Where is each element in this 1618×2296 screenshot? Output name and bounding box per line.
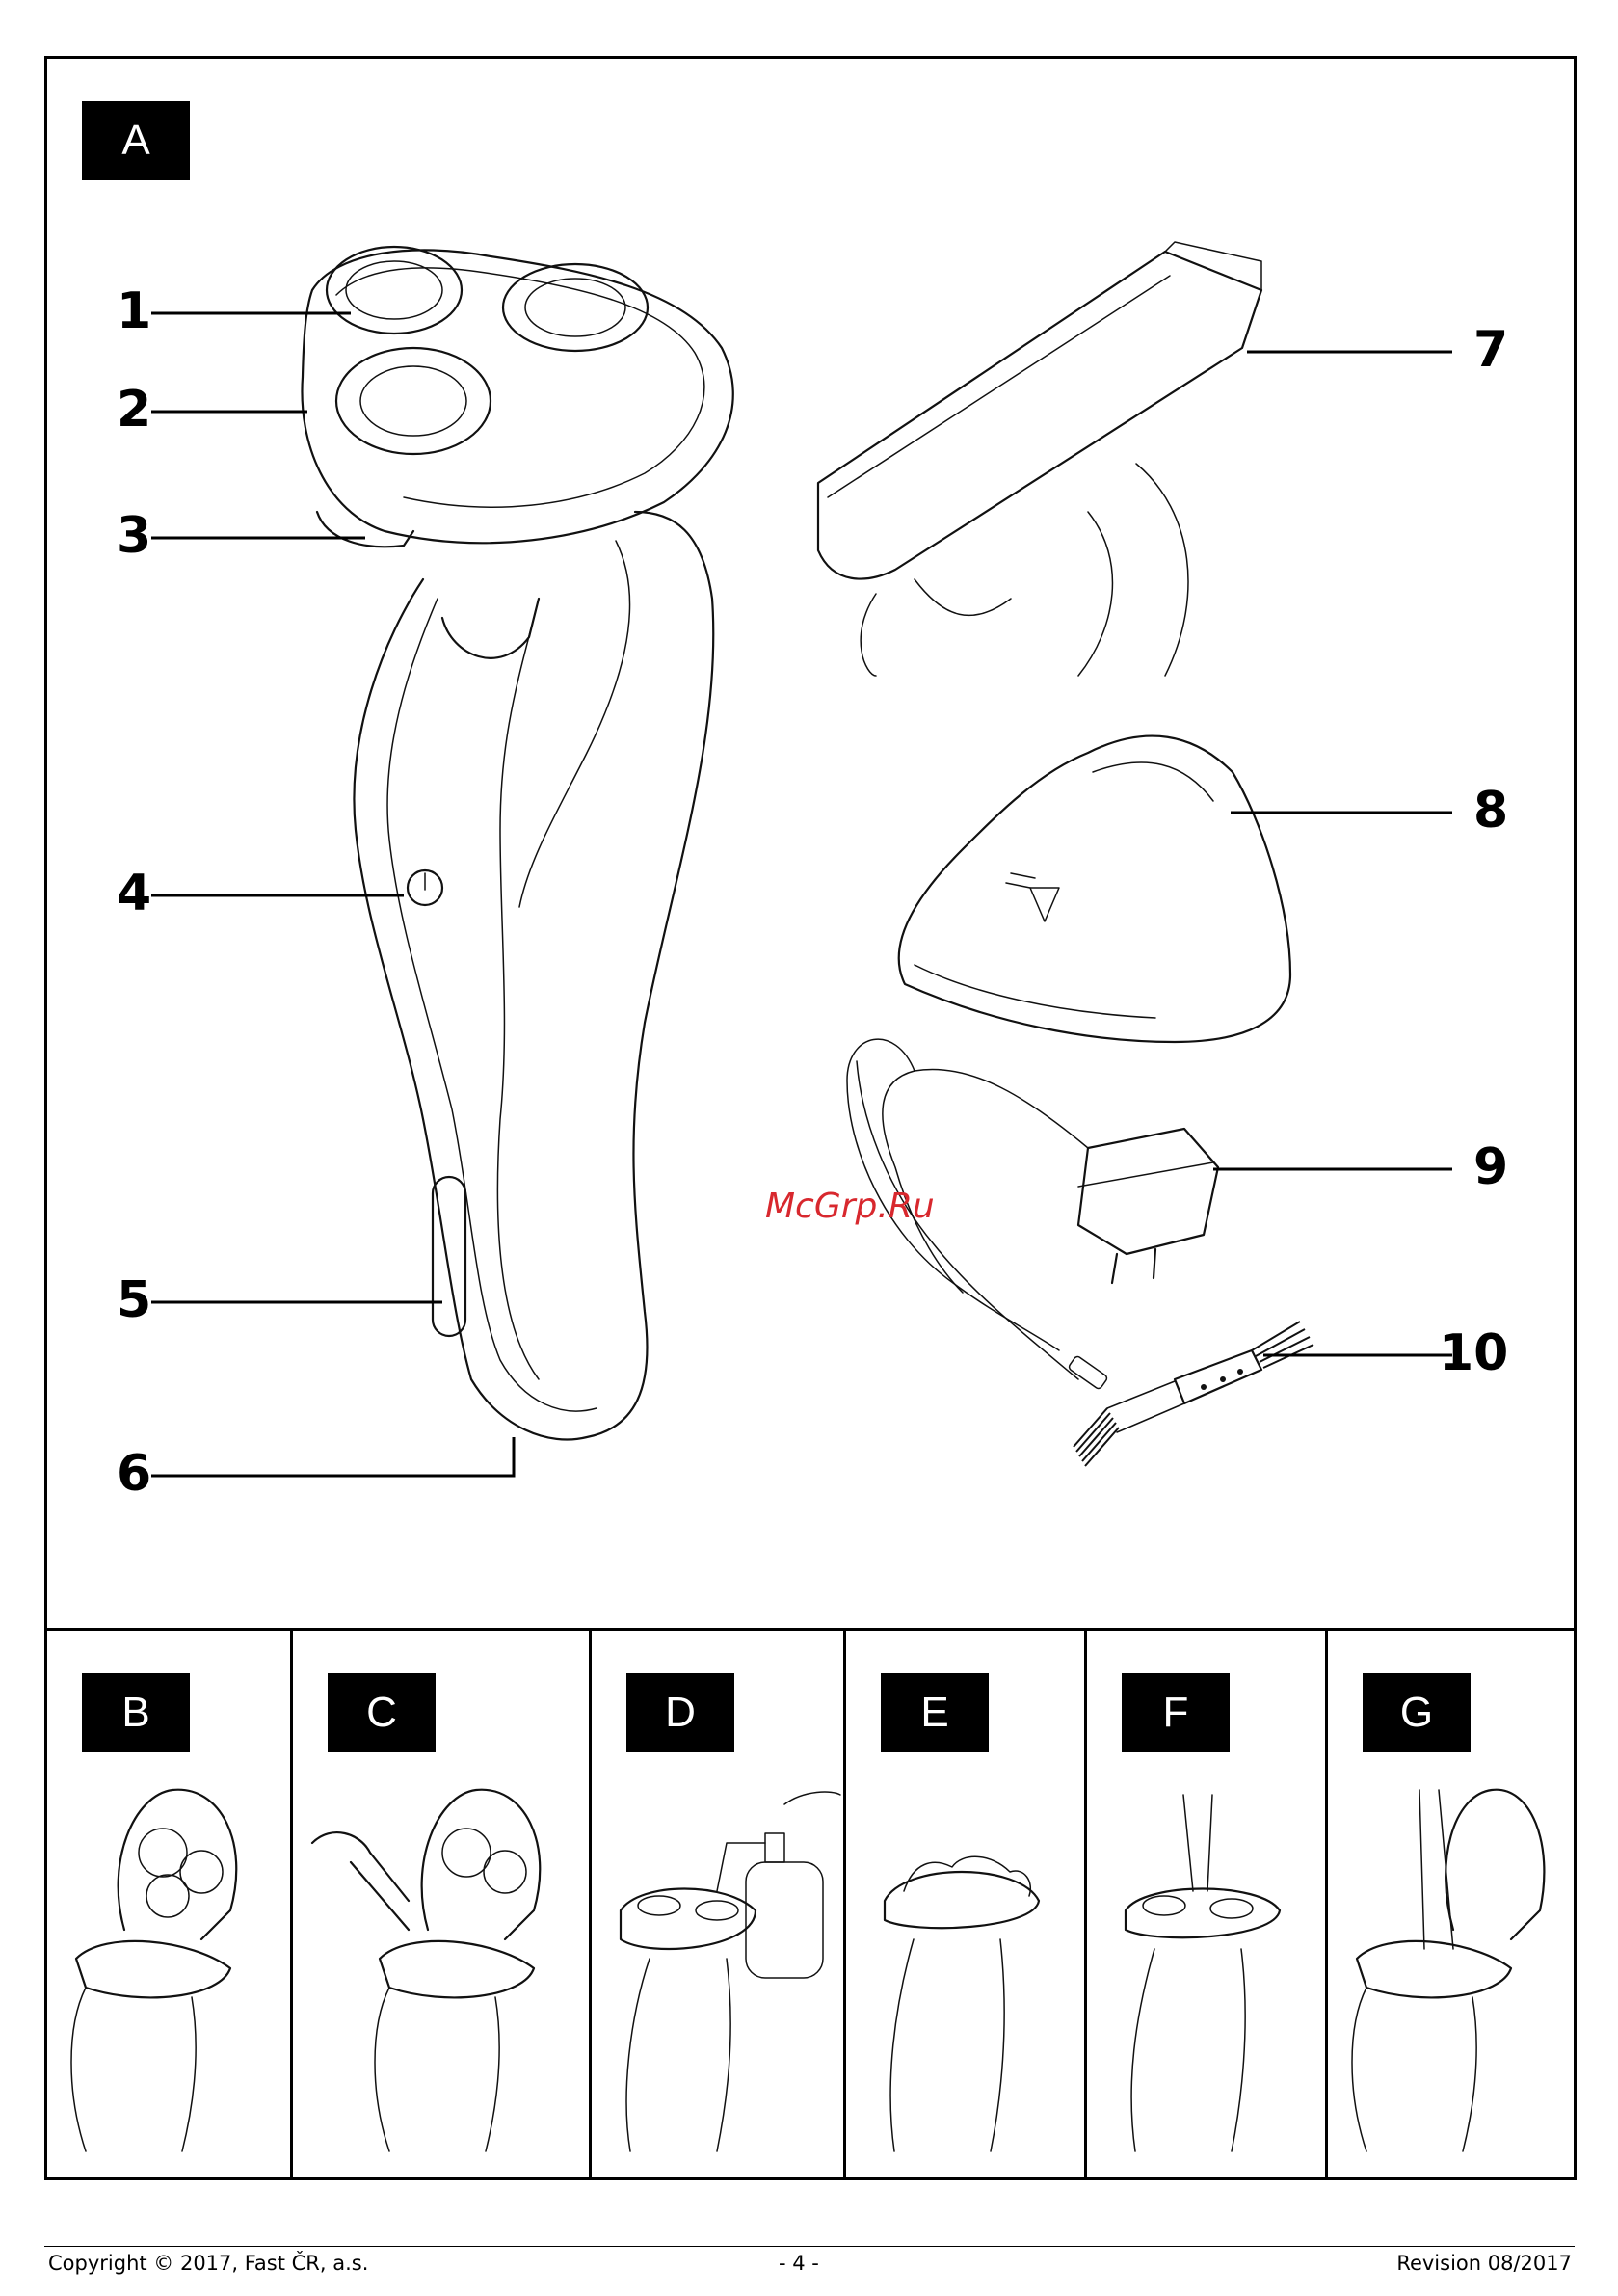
step-label-d: D	[626, 1673, 734, 1752]
callout-1: 1	[117, 286, 151, 336]
panel-a: A	[47, 59, 1574, 1628]
footer-copyright: Copyright © 2017, Fast ČR, a.s.	[48, 2252, 368, 2275]
step-label-e: E	[881, 1673, 989, 1752]
brush-drawing	[1074, 1322, 1313, 1466]
step-f-drawing	[1087, 1785, 1325, 2171]
footer-rule	[44, 2246, 1575, 2247]
step-label-g: G	[1363, 1673, 1471, 1752]
callout-7: 7	[1473, 325, 1508, 375]
step-g: G	[1328, 1631, 1568, 2180]
callout-9: 9	[1473, 1142, 1508, 1192]
watermark: McGrp.Ru	[765, 1187, 935, 1226]
trimmer-drawing	[818, 242, 1261, 676]
footer-page-number: - 4 -	[779, 2252, 819, 2275]
step-label-c: C	[328, 1673, 436, 1752]
step-label-b: B	[82, 1673, 190, 1752]
footer-revision: Revision 08/2017	[1396, 2252, 1572, 2275]
step-b-drawing	[47, 1785, 290, 2171]
steps-row: B C D	[47, 1628, 1574, 2180]
step-f: F	[1087, 1631, 1328, 2180]
callout-4: 4	[117, 868, 151, 919]
shaver-body-drawing	[302, 247, 732, 1440]
step-e-drawing	[846, 1785, 1084, 2171]
figure-frame: A	[44, 56, 1577, 2180]
callout-3: 3	[117, 511, 151, 561]
protective-cap-drawing	[899, 736, 1290, 1042]
step-c: C	[293, 1631, 592, 2180]
step-g-drawing	[1328, 1785, 1565, 2171]
callout-6: 6	[117, 1449, 151, 1499]
callout-5: 5	[117, 1275, 151, 1325]
callout-2: 2	[117, 385, 151, 435]
step-b: B	[47, 1631, 293, 2180]
callout-10: 10	[1439, 1328, 1508, 1378]
step-e: E	[846, 1631, 1087, 2180]
step-label-f: F	[1122, 1673, 1230, 1752]
parts-illustration	[47, 59, 1574, 1628]
step-c-drawing	[293, 1785, 589, 2171]
step-d: D	[592, 1631, 846, 2180]
step-d-drawing	[592, 1785, 843, 2171]
callout-8: 8	[1473, 786, 1508, 836]
